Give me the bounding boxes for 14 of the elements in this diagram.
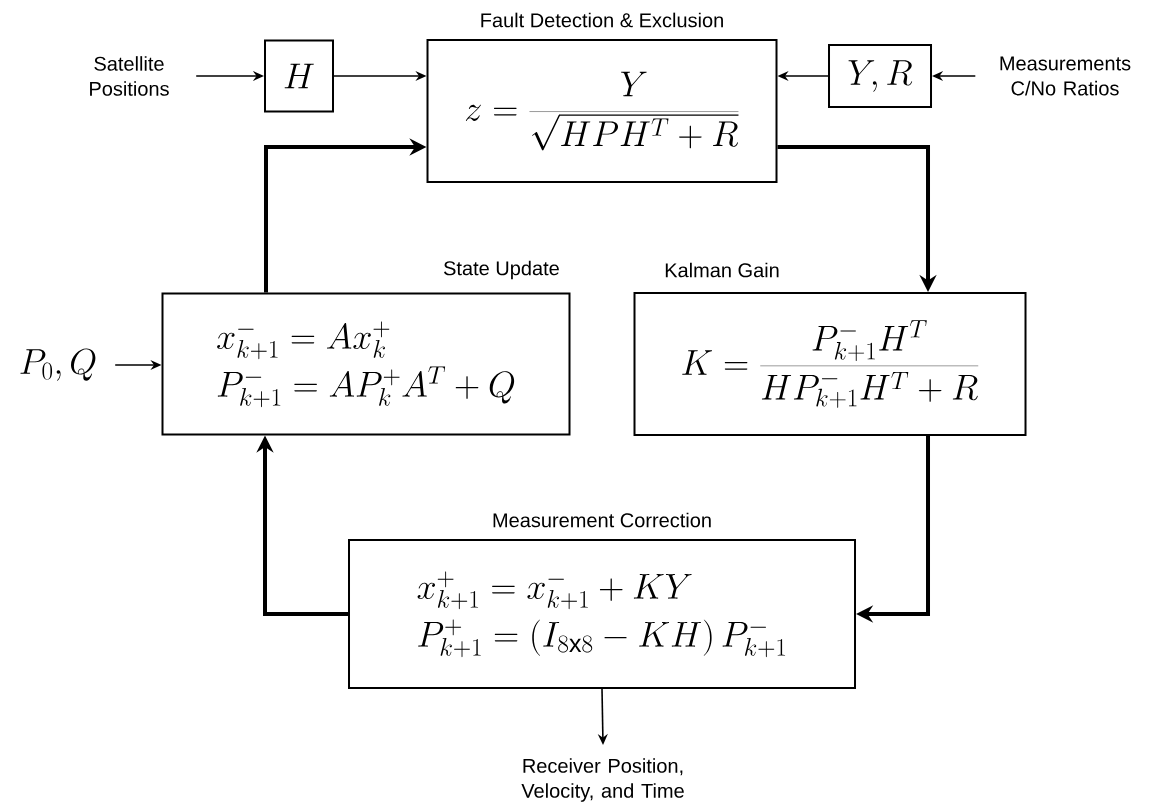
process-box: $z = \frac{Y}{\sqrt{HPH^T + R}}$ bbox=[426, 39, 778, 183]
process-box: $x_{k+1}^- = Ax_k^+$ $P_{k+1}^- = AP_k^+A^T + Q$ bbox=[161, 292, 571, 436]
box-title: Fault Detection & Exclusion bbox=[481, 12, 723, 28]
matrix-box: $H$ bbox=[264, 39, 334, 113]
input-label: $P_0, Q$ bbox=[20, 348, 96, 381]
output-label: Receiver Position, Velocity, and Time bbox=[521, 758, 684, 802]
input-label: Measurements C/No Ratios bbox=[1000, 56, 1131, 96]
process-box: $x_{k+1}^+ = x_{k+1}^- + KY$ $P_{k+1}^+ = (I_{8\mathrm{x}8} - KH)\, P_{k+1}^-$ bbox=[348, 539, 856, 689]
matrix-box: $Y, R$ bbox=[828, 44, 932, 108]
box-title: State Update bbox=[443, 260, 559, 280]
box-title: Measurement Correction bbox=[493, 512, 711, 528]
process-box: $K = \frac{P_{k+1}^- H^T}{HP_{k+1}^- H^T + R}$ bbox=[633, 292, 1027, 436]
box-title: Kalman Gain bbox=[665, 262, 779, 278]
input-label: Satellite Positions bbox=[90, 56, 169, 96]
